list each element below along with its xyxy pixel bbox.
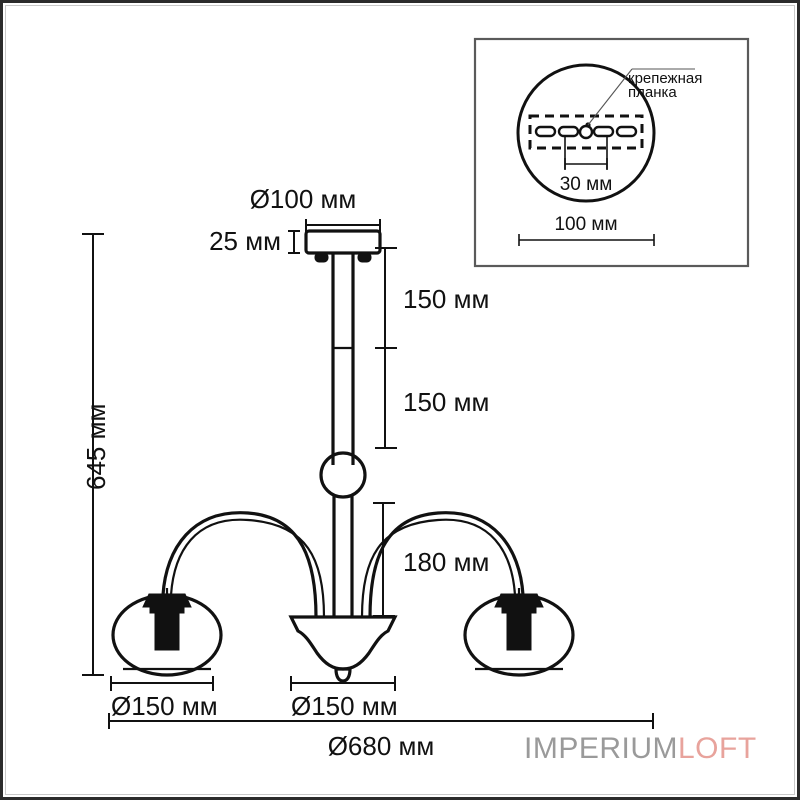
inset-label-bracket-line2: планка [628, 84, 677, 101]
left-arm [161, 511, 326, 618]
plate-circle [516, 63, 656, 203]
dim-canopy-diameter [305, 219, 381, 233]
watermark-part1: IMPERIUM [524, 732, 678, 765]
watermark-part2: LOFT [678, 732, 757, 765]
dim-total-height [82, 233, 104, 676]
inset-label-bracket-line1: крепежная [628, 70, 702, 87]
sphere-ornament [319, 451, 367, 499]
bracket-outline [528, 114, 644, 150]
dim-overall-diameter [108, 713, 654, 729]
inset-label-plate-diameter: 100 мм [554, 214, 617, 235]
right-arm [360, 511, 525, 618]
dim-shade-left [110, 676, 214, 691]
dim-label-arm-height: 180 мм [403, 547, 489, 577]
dim-label-rod-segment-2: 150 мм [403, 387, 489, 417]
lamp-figure [111, 229, 575, 683]
center-bowl [288, 615, 398, 683]
bracket-leader [585, 68, 695, 128]
inset-label-hole-spacing: 30 мм [560, 174, 613, 195]
left-shade [111, 588, 223, 677]
right-shade [463, 588, 575, 677]
dim-arm-height [373, 502, 395, 617]
dim-label-total-height: 645 мм [81, 403, 111, 490]
inset-dim-hole-spacing [564, 136, 608, 170]
inset-dim-plate-diameter [518, 234, 655, 246]
dim-rod-segments [375, 247, 397, 449]
dim-bowl-center [290, 676, 396, 691]
dim-label-canopy-diameter: Ø100 мм [250, 184, 357, 214]
dim-canopy-height [288, 230, 300, 254]
dim-label-canopy-height: 25 мм [209, 226, 281, 256]
watermark-imperiumloft: IMPERIUMLOFT [524, 732, 757, 766]
main-rod [331, 253, 355, 465]
technical-drawing: Ø100 мм 25 мм 150 мм 150 мм 180 мм Ø150 … [82, 37, 750, 761]
dim-label-overall-diameter: Ø680 мм [328, 731, 435, 761]
dim-label-rod-segment-1: 150 мм [403, 284, 489, 314]
dim-label-shade-left: Ø150 мм [111, 691, 218, 721]
ceiling-canopy [304, 229, 382, 263]
lower-rod [332, 495, 354, 617]
dim-label-bowl-center: Ø150 мм [291, 691, 398, 721]
inset-mounting-detail: крепежная планка 30 мм 100 мм [473, 37, 750, 268]
